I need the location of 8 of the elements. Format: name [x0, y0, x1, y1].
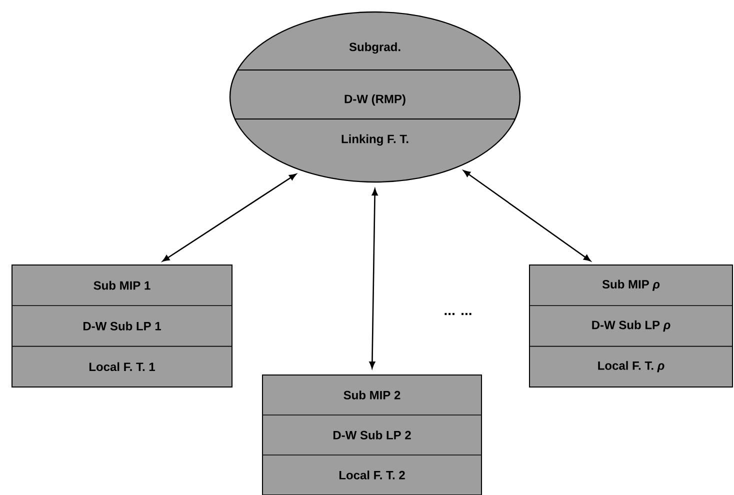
stacked-box: Sub MIP ρ D-W Sub LP ρ Local F. T. ρ — [529, 264, 733, 388]
ellipsis-text: ... ... — [444, 312, 472, 316]
double-arrow — [162, 174, 296, 262]
double-arrow — [463, 170, 591, 262]
ellipse-node: Subgrad. D-W (RMP) Linking F. T. — [229, 11, 521, 183]
stacked-box: Sub MIP 2 D-W Sub LP 2 Local F. T. 2 — [262, 374, 482, 495]
stacked-box: Sub MIP 1 D-W Sub LP 1 Local F. T. 1 — [12, 264, 232, 388]
double-arrow — [369, 188, 378, 369]
